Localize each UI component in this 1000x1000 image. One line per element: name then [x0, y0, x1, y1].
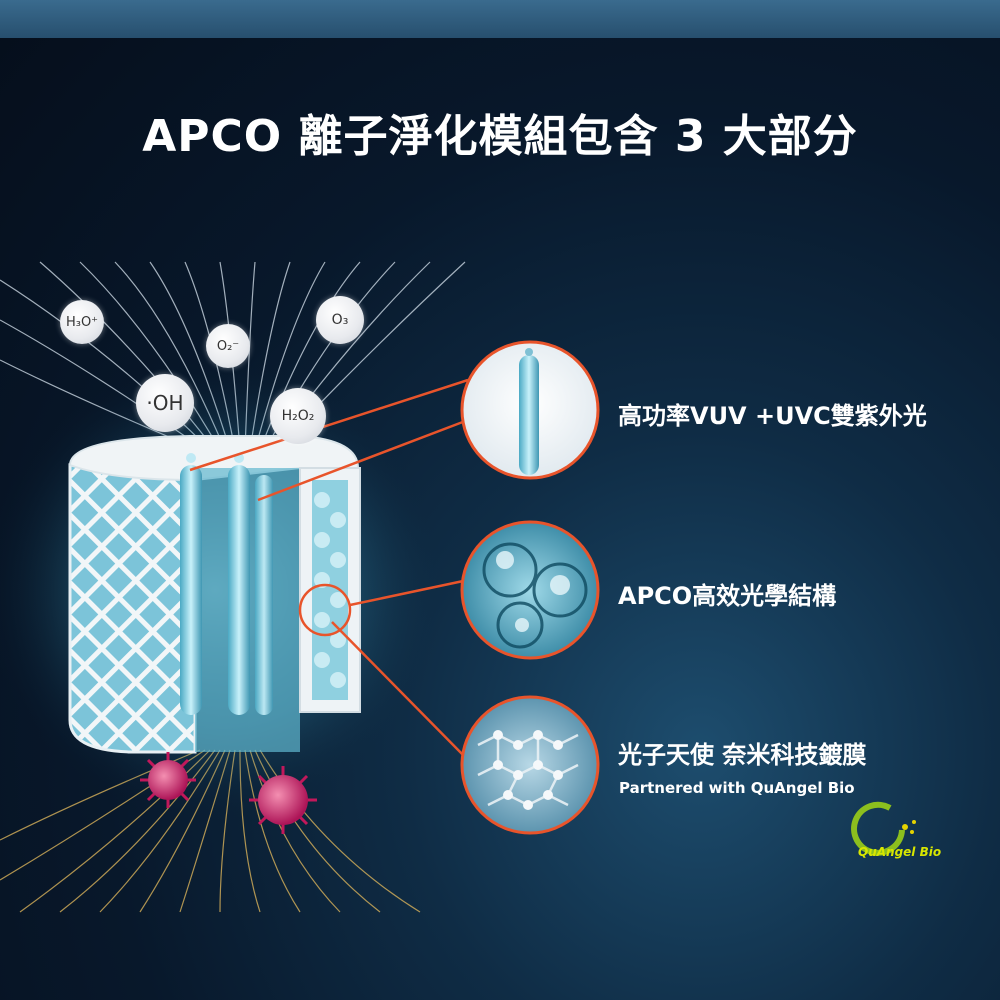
molecule-o2: O₂⁻: [206, 324, 250, 368]
molecule-oh-label: ·OH: [146, 391, 184, 415]
zoom-ring: [298, 583, 352, 637]
partner-text: Partnered with QuAngel Bio: [619, 779, 855, 797]
filter-cylinder: [68, 435, 361, 754]
nano-coating-icon: [460, 695, 600, 835]
molecule-o2-label: O₂⁻: [216, 338, 240, 354]
feature-label-nano-coating: 光子天使 奈米科技鍍膜: [618, 741, 867, 769]
top-band: [0, 0, 1000, 38]
feature-label-optical-structure: APCO高效光學結構: [618, 582, 837, 610]
feature-label-uv-lamp: 高功率VUV +UVC雙紫外光: [618, 402, 927, 430]
quangel-logo-icon: [851, 801, 916, 856]
virus-icon: [249, 766, 317, 834]
molecule-h3o-label: H₃O⁺: [65, 314, 99, 330]
page-title: APCO 離子淨化模組包含 3 大部分: [142, 111, 858, 162]
molecule-oh: ·OH: [136, 374, 194, 432]
molecule-h2o2-label: H₂O₂: [281, 408, 315, 424]
molecule-h3o: H₃O⁺: [60, 300, 104, 344]
uv-lamp-icon: [460, 340, 600, 480]
partner-logo-text: QuAngel Bio: [858, 845, 942, 859]
virus-icon: [140, 752, 196, 808]
molecule-o3: O₃: [316, 296, 364, 344]
optical-structure-icon: [460, 520, 600, 660]
molecule-o3-label: O₃: [331, 312, 349, 328]
pointer-lines: [189, 378, 469, 761]
molecule-h2o2: H₂O₂: [270, 388, 326, 444]
